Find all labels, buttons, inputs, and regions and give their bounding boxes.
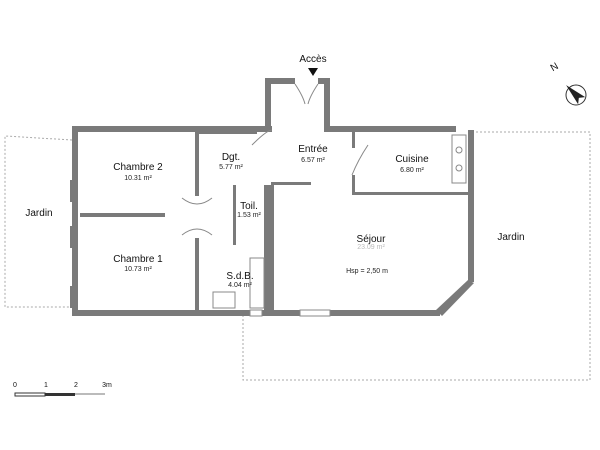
room-name: Séjour <box>356 234 386 245</box>
garden-label: Jardin <box>25 208 53 219</box>
room-area: 23.09 m² <box>357 244 385 251</box>
room-area: 1.53 m² <box>237 212 261 219</box>
entrance-arrow-icon <box>308 68 318 76</box>
room-area: 10.31 m² <box>124 175 152 182</box>
north-arrow-icon <box>565 84 587 106</box>
room-area: 10.73 m² <box>124 266 152 273</box>
room-area: 6.57 m² <box>301 157 325 164</box>
walls <box>70 78 474 316</box>
room-name: Chambre 2 <box>113 162 163 173</box>
room-name: Entrée <box>298 144 328 155</box>
garden-outlines <box>4 131 591 381</box>
room-name: Chambre 1 <box>113 254 163 265</box>
room-area: 4.04 m² <box>228 282 252 289</box>
scale-tick: 3m <box>102 382 112 389</box>
fixtures <box>181 83 467 317</box>
scale-tick: 2 <box>74 382 78 389</box>
entrance-label: Accès <box>299 54 327 65</box>
room-area: 6.80 m² <box>400 167 424 174</box>
scale-bar <box>14 392 105 397</box>
room-name: Toil. <box>240 201 258 212</box>
room-name: Cuisine <box>395 154 429 165</box>
room-name: S.d.B. <box>226 271 254 282</box>
ceiling-height: Hsp = 2,50 m <box>346 268 388 275</box>
scale-tick: 0 <box>13 382 17 389</box>
room-name: Dgt. <box>221 152 241 163</box>
garden-label: Jardin <box>497 232 525 243</box>
room-area: 5.77 m² <box>219 164 243 171</box>
scale-tick: 1 <box>44 382 48 389</box>
